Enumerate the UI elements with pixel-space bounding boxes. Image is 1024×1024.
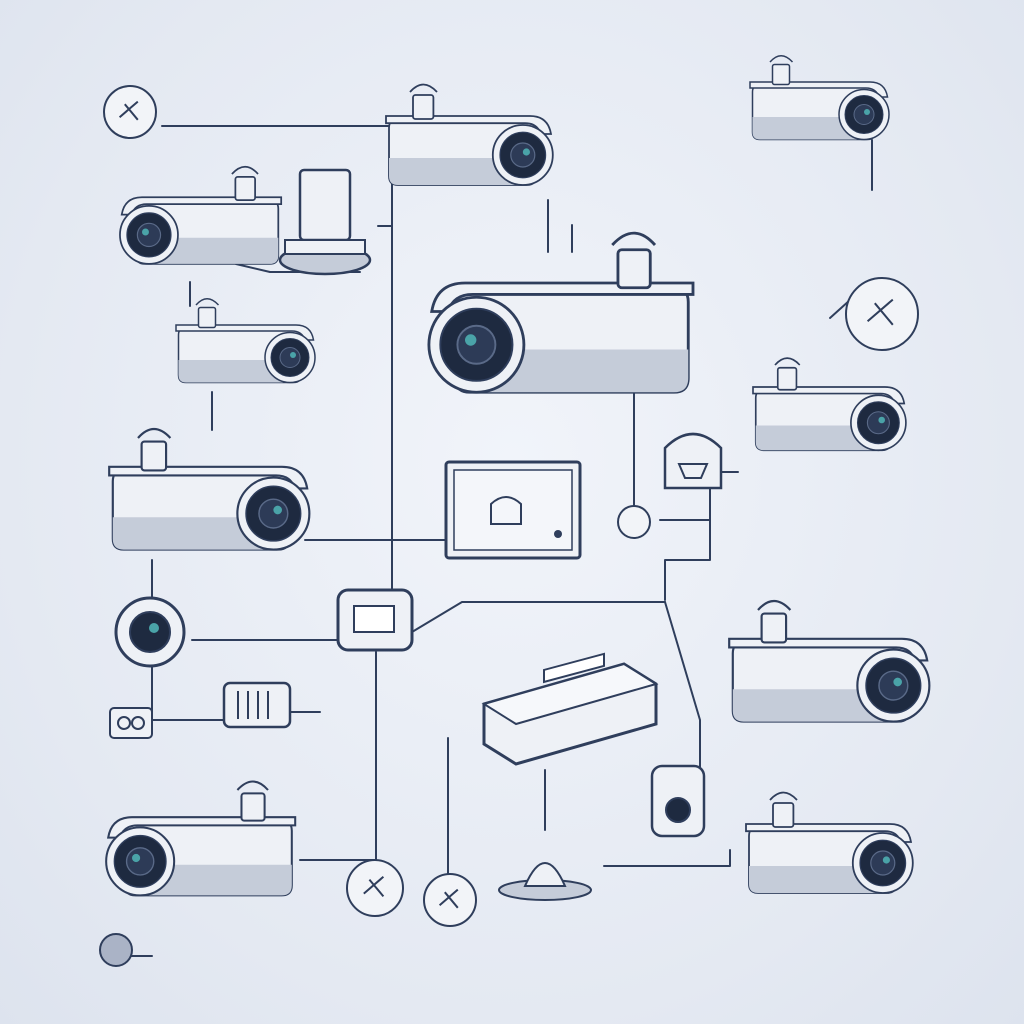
hub-screen [353, 605, 395, 633]
camera-c [175, 298, 316, 384]
icon-ring [346, 859, 404, 917]
wire-17 [664, 601, 701, 769]
camera-mount [772, 802, 795, 828]
lens [129, 611, 171, 653]
bottom-icon-1 [346, 859, 404, 917]
top-left-icon [103, 85, 157, 139]
network-switch [481, 652, 659, 766]
icon-ring [845, 277, 919, 351]
monitor-screen [453, 469, 573, 551]
speaker-lamp [498, 862, 592, 901]
wire-6 [547, 199, 573, 253]
bottom-icon-2 [423, 873, 477, 927]
wire-23 [829, 299, 851, 319]
camera-b [119, 165, 283, 265]
lens-glint [882, 856, 890, 864]
camera-bottom-right [745, 791, 914, 894]
camera-mount [140, 440, 168, 472]
lens-glint [132, 853, 141, 863]
lens-glint [290, 352, 296, 358]
link-node [617, 505, 651, 539]
camera-mount [616, 248, 652, 290]
camera-mount [771, 63, 791, 86]
pole-mount [278, 168, 372, 276]
lens-glint [465, 334, 477, 346]
wire-13 [411, 601, 666, 633]
camera-top-right [749, 55, 890, 141]
camera-mount [197, 306, 217, 329]
lens-glint [878, 416, 885, 424]
lens-glint [149, 623, 159, 633]
sensor-box [663, 432, 723, 490]
monitor-icon [490, 496, 522, 525]
switch-top [481, 662, 659, 726]
plug-icon [109, 707, 153, 739]
right-sign-icon [845, 277, 919, 351]
lens-glint [893, 677, 902, 687]
mini-camera [650, 764, 706, 838]
power-led [554, 530, 562, 538]
dome-left [114, 596, 186, 668]
lens-glint [142, 228, 149, 236]
camera-mount [760, 612, 788, 644]
camera-right-mid [752, 357, 907, 452]
monitor [444, 460, 582, 560]
camera-main [427, 231, 695, 394]
lens-glint [864, 109, 870, 115]
legend-dot [99, 933, 133, 967]
switch-ports [543, 652, 605, 684]
lens [665, 797, 691, 823]
camera-mount [234, 176, 256, 201]
lens-glint [273, 505, 282, 515]
dvr-hub [336, 588, 414, 652]
camera-mount [412, 94, 435, 120]
camera-mount [776, 366, 798, 391]
camera-d [108, 427, 311, 551]
camera-mount [240, 792, 266, 822]
relay-box [222, 681, 292, 729]
wire-21 [603, 849, 731, 867]
camera-right-lower [728, 599, 931, 723]
camera-a [385, 83, 554, 186]
camera-bottom-left [105, 780, 297, 897]
lens-glint [522, 148, 530, 156]
